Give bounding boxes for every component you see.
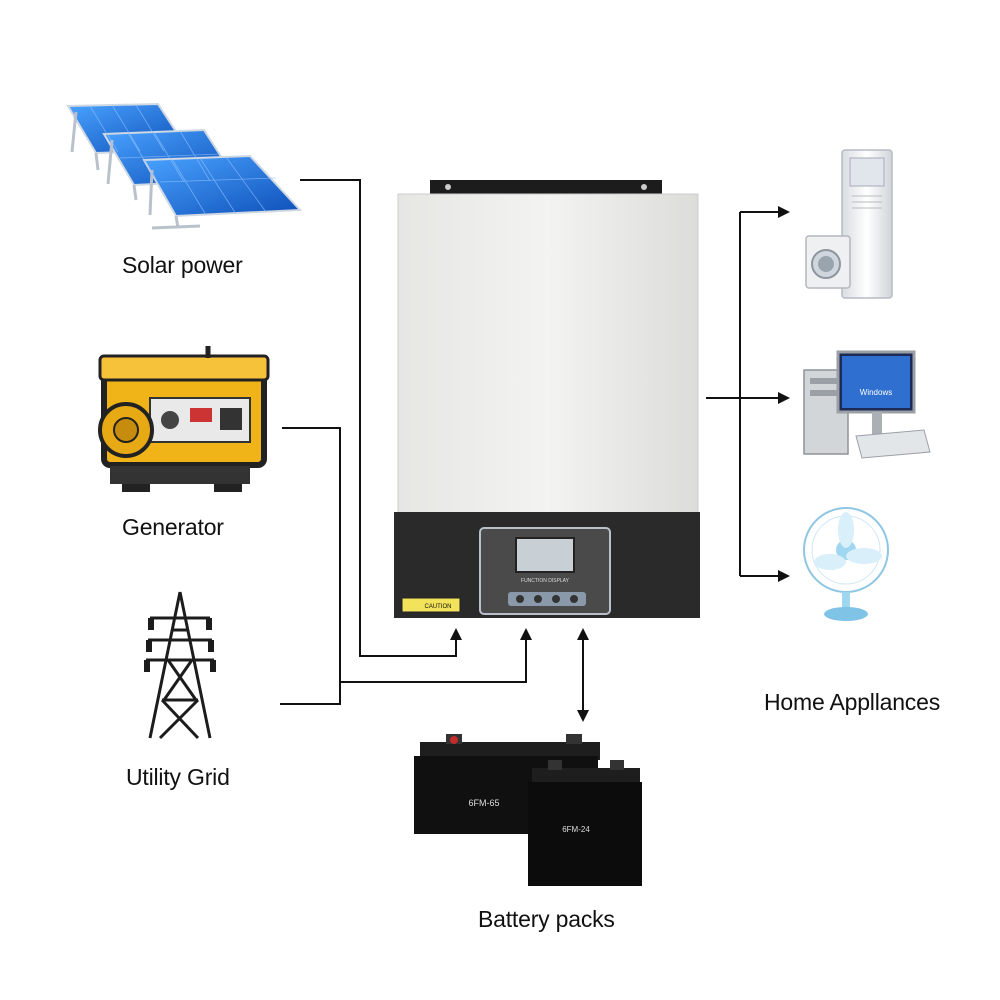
washing-machine-icon — [805, 235, 851, 289]
battery-small-model: 6FM-24 — [562, 825, 590, 834]
fan-icon — [803, 507, 889, 621]
battery-packs-label: Battery packs — [478, 906, 615, 932]
utility-tower-icon — [144, 591, 216, 740]
inverter-body — [397, 193, 699, 515]
solar-panels-icon — [66, 102, 303, 230]
lcd-screen — [515, 537, 575, 573]
grid-line — [280, 682, 341, 705]
battery-small-icon: 6FM-24 — [528, 760, 642, 886]
utility-grid-label: Utility Grid — [126, 764, 230, 790]
panel-buttons — [508, 592, 586, 606]
connection-lines — [280, 179, 790, 722]
inverter-unit: FUNCTION DISPLAY CAUTION — [394, 180, 700, 618]
solar-line — [300, 179, 462, 657]
inverter-mount-bracket — [430, 180, 662, 194]
air-conditioner-icon — [841, 149, 893, 299]
generator-icon — [98, 346, 270, 492]
generator-label: Generator — [122, 514, 224, 540]
caution-label — [401, 597, 461, 613]
home-appliances-label: Home Appllances — [764, 689, 940, 715]
battery-large-model: 6FM-65 — [468, 798, 499, 808]
panel-caption: FUNCTION DISPLAY — [521, 578, 570, 584]
caution-text: CAUTION — [425, 604, 452, 610]
computer-icon: Windows — [803, 350, 931, 459]
computer-screen-text: Windows — [860, 388, 892, 397]
solar-power-label: Solar power — [122, 252, 243, 278]
